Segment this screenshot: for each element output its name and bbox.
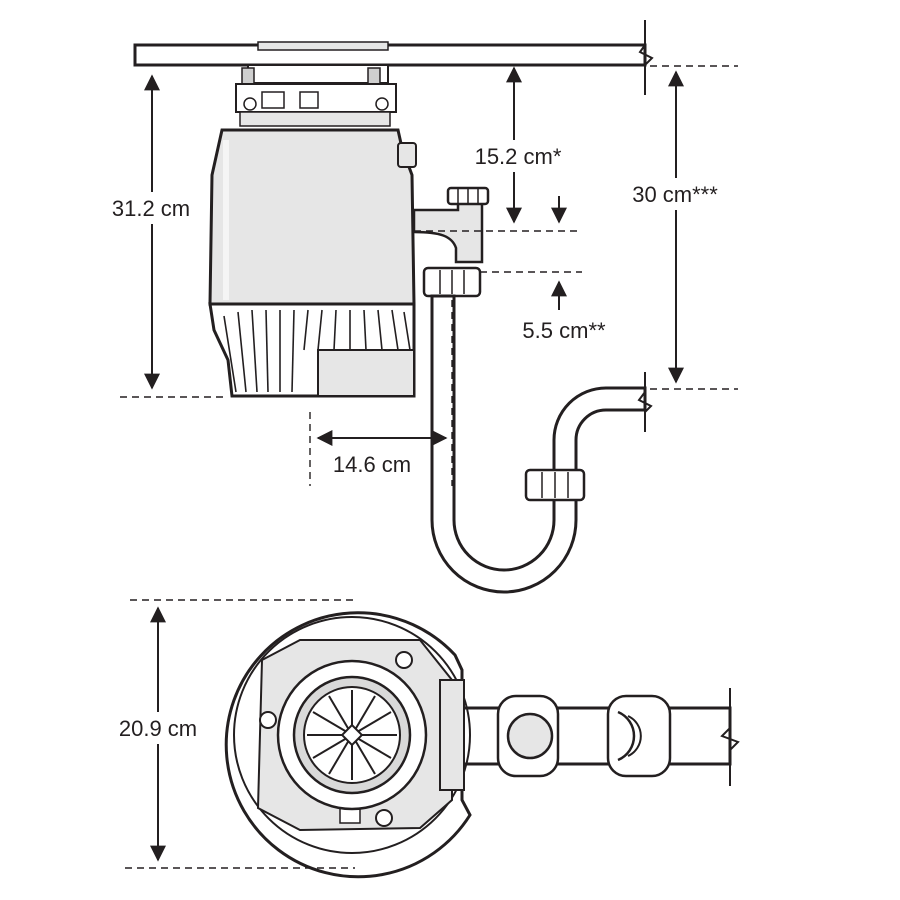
- trap-slip-nut: [524, 468, 586, 502]
- mounting-assembly: [235, 64, 397, 127]
- sink-flange: [257, 41, 389, 51]
- pipe-break-mark: [720, 688, 740, 786]
- splash-guard-flaps: [307, 690, 397, 780]
- label-side-offset: 14.6 cm: [333, 452, 411, 477]
- p-trap: [430, 294, 647, 594]
- tailpiece-coupling: [422, 266, 482, 298]
- dishwasher-inlet: [397, 142, 417, 168]
- top-view: 20.9 cm: [102, 599, 740, 879]
- top-disposer-housing: [224, 611, 472, 879]
- top-outlet-pipe: [458, 688, 740, 786]
- label-height-total: 31.2 cm: [112, 196, 190, 221]
- housing-ribs: [223, 309, 411, 393]
- label-trap-height: 30 cm***: [632, 182, 718, 207]
- trap-arm-break-mark: [637, 372, 653, 432]
- label-outlet-offset: 5.5 cm**: [522, 318, 606, 343]
- label-diameter: 20.9 cm: [119, 716, 197, 741]
- side-view: 31.2 cm 15.2 cm* 5.5 cm** 30 cm*** 14.6 …: [98, 20, 740, 594]
- housing-nameplate: [317, 349, 415, 397]
- disposer-body: [208, 128, 417, 398]
- countertop-break-mark: [638, 20, 654, 95]
- sink-countertop: [133, 43, 647, 67]
- discharge-outlet: [412, 186, 490, 264]
- label-inlet-drop: 15.2 cm*: [475, 144, 562, 169]
